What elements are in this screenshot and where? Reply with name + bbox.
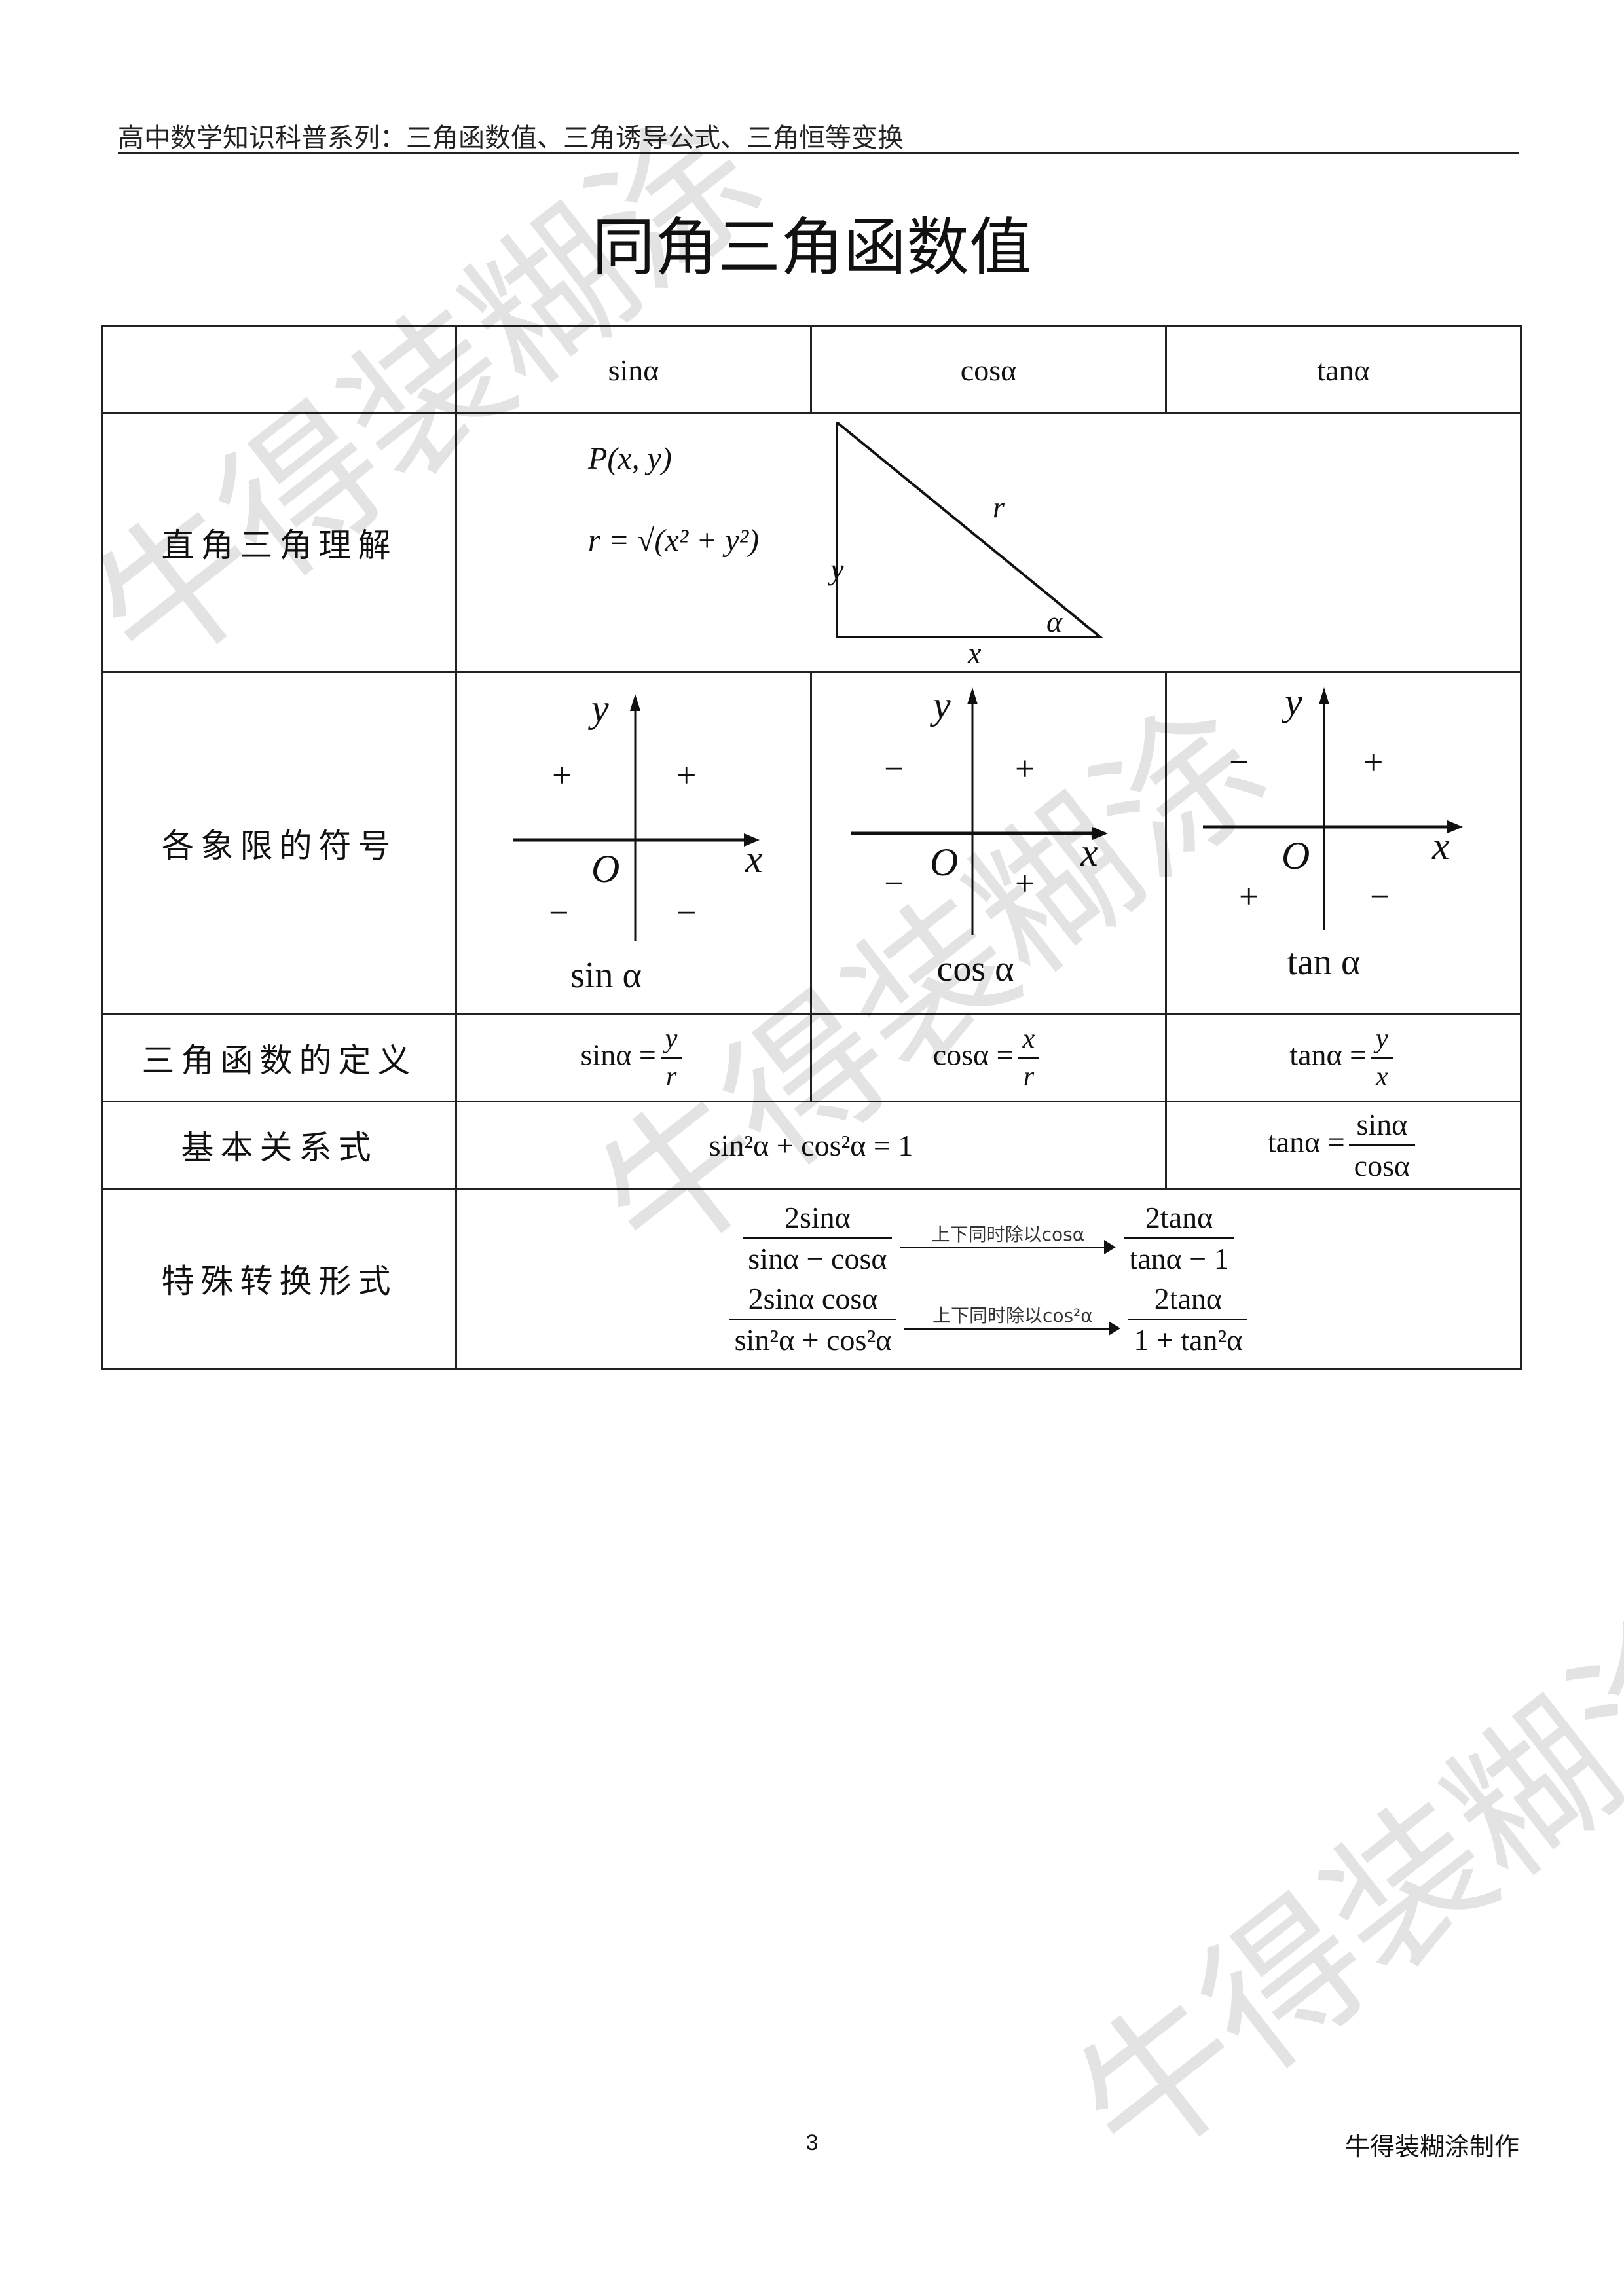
hyp-label: r [993,490,1005,524]
numerator: 2sinα [784,1201,851,1234]
sign-q3: + [1239,877,1259,916]
arrow-label: 上下同时除以cosα [931,1224,1085,1245]
origin-label: O [1282,834,1310,877]
point-label: P(x, y) [588,441,672,476]
row-label: 三角函数的定义 [101,1013,457,1102]
vertical-label: y [830,553,844,586]
col-header-sin: sinα [455,325,812,414]
denominator: x [1371,1057,1393,1093]
row-label: 直角三角理解 [101,412,457,673]
x-axis-label: x [1080,831,1098,874]
denominator: cosα [1348,1144,1416,1183]
triangle-cell: P(x, y) r = √(x² + y²) r y x α [455,412,1522,673]
axes-icon [851,687,1108,935]
sign-q2: + [552,756,572,795]
row-label: 各象限的符号 [101,671,457,1015]
denominator: r [1018,1057,1040,1093]
numerator: 2sinα cosα [748,1282,878,1315]
sin-quadrant-chart: y x O + + − − sin α [455,671,812,1015]
footer-credit: 牛得装糊涂制作 [1344,2132,1519,2161]
origin-label: O [591,847,620,890]
angle-label: α [1046,605,1063,638]
fn-label: sin α [570,955,642,996]
y-axis-label: y [591,687,609,730]
sign-q2: − [1229,742,1249,782]
x-axis-label: x [1432,824,1450,867]
table-header-row: sinα cosα tanα [101,325,1522,414]
lhs: sinα = [580,1038,656,1072]
page-title: 同角三角函数值 [592,213,1032,283]
running-header: 高中数学知识科普系列：三角函数值、三角诱导公式、三角恒等变换 [118,123,904,153]
sign-q3: − [549,893,569,932]
arrow-icon: 上下同时除以cos²α [904,1296,1121,1342]
fn-label: tan α [1287,942,1361,983]
row-quadrant-signs: 各象限的符号 y x O + + − − sin α [101,671,1522,1015]
horizontal-label: x [968,636,982,670]
numerator: x [1022,1024,1035,1054]
axes-icon [513,694,760,941]
sign-q1: + [676,756,697,795]
cos-quadrant-chart: y x O + − − + cos α [810,671,1167,1015]
result-denominator: 1 + tan²α [1128,1319,1248,1357]
result-denominator: tanα − 1 [1124,1237,1234,1276]
sign-q3: − [884,864,904,903]
numerator: y [1376,1024,1388,1054]
header-rule [118,152,1519,154]
sign-q1: + [1363,742,1384,782]
tan-quadrant-chart: y x O + − + − tan α [1165,671,1522,1015]
trig-table: sinα cosα tanα 直角三角理解 P(x, y) r = √(x² +… [101,325,1522,1370]
result-numerator: 2tanα [1154,1282,1223,1315]
r-formula: r = √(x² + y²) [588,523,760,558]
axes-icon [1203,687,1463,930]
col-header-tan: tanα [1165,325,1522,414]
denominator: sinα − cosα [743,1237,893,1276]
sign-q4: − [676,893,697,932]
arrow-icon: 上下同时除以cosα [900,1215,1116,1261]
row-right-triangle: 直角三角理解 P(x, y) r = √(x² + y²) r y x α [101,412,1522,673]
x-axis-label: x [745,837,763,881]
numerator: y [665,1024,678,1054]
lhs: tanα = [1289,1038,1367,1072]
origin-label: O [930,841,959,884]
denominator: sin²α + cos²α [729,1319,897,1357]
row-label: 特殊转换形式 [101,1188,457,1370]
row-label: 基本关系式 [101,1101,457,1190]
watermark: 牛得装糊涂 [1043,1573,1624,2202]
y-axis-label: y [933,683,951,727]
corner-cell [101,325,457,414]
transform-row: 2sinα cosα sin²α + cos²α 上下同时除以cos²α 2tan… [726,1281,1252,1357]
sign-q2: − [884,749,904,788]
pythagorean-identity: sin²α + cos²α = 1 [455,1101,1167,1190]
result-numerator: 2tanα [1145,1201,1213,1234]
sign-q4: − [1370,877,1390,916]
fn-label: cos α [936,949,1014,989]
col-header-cos: cosα [810,325,1167,414]
sign-q1: + [1015,749,1035,788]
arrow-label: 上下同时除以cos²α [932,1305,1093,1326]
lhs: cosα = [932,1038,1014,1072]
y-axis-label: y [1285,680,1302,723]
sign-q4: + [1015,864,1035,903]
numerator: sinα [1356,1108,1408,1141]
right-triangle-diagram [836,421,1104,638]
denominator: r [660,1057,682,1093]
lhs: tanα = [1267,1125,1345,1159]
page-number: 3 [805,2130,819,2155]
